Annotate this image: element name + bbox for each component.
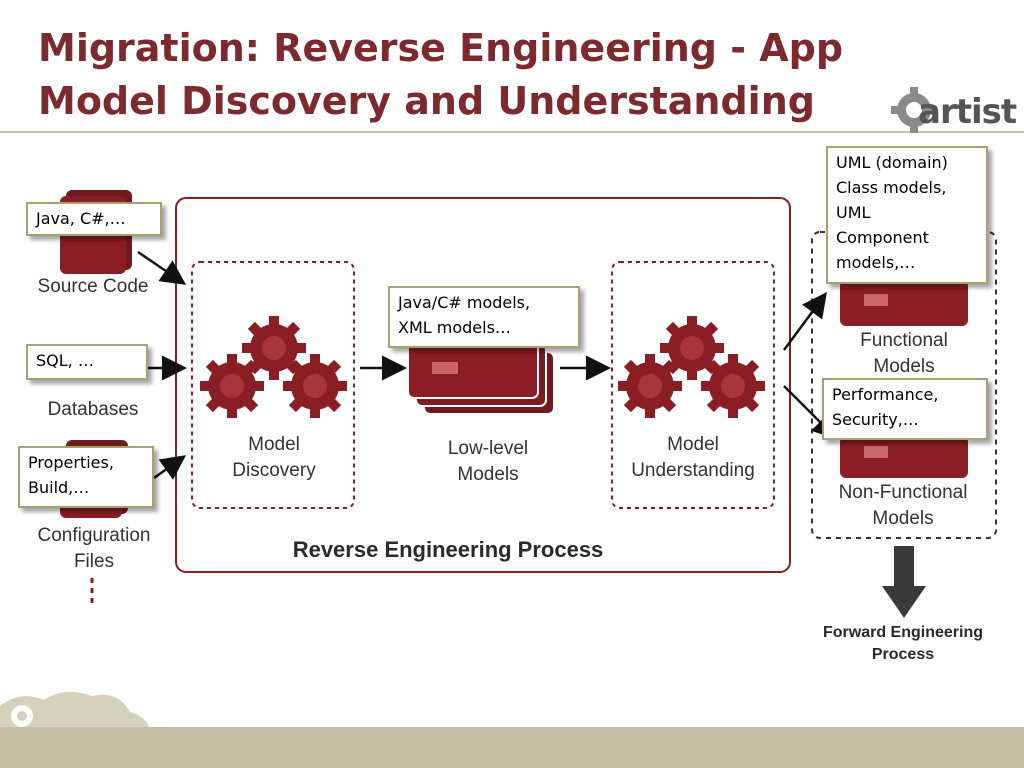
performance-callout: Performance, Security,… (822, 378, 988, 440)
footer-cloud-gear-icon (0, 691, 150, 730)
gear-icon (283, 354, 347, 418)
gear-logo-icon (891, 87, 937, 133)
uml-callout: UML (domain) Class models, UML Component… (826, 146, 988, 284)
title-divider (0, 131, 1024, 133)
forward-arrow-icon (882, 546, 926, 618)
low-level-models-stack-icon (407, 335, 555, 415)
properties-callout: Properties, Build,… (18, 446, 154, 508)
reverse-engineering-process-label: Reverse Engineering Process (292, 537, 604, 562)
artist-logo-text: artist (918, 92, 1017, 132)
gear-icon (618, 354, 682, 418)
footer-band (0, 727, 1024, 768)
model-discovery-label: Model Discovery (232, 434, 316, 481)
java-callout: Java, C#,… (26, 202, 162, 236)
gear-icon (200, 354, 264, 418)
gear-icon (701, 354, 765, 418)
low-level-models-label: Low-level Models (447, 438, 529, 485)
functional-models-label: Functional Models (860, 330, 948, 377)
sql-callout: SQL, … (26, 344, 148, 380)
low-level-models-callout: Java/C# models, XML models… (388, 286, 580, 348)
databases-label: Databases (47, 399, 139, 420)
functional-models-icon (840, 280, 968, 326)
slide-title: Migration: Reverse Engineering - App Mod… (38, 26, 844, 123)
source-code-label: Source Code (37, 276, 149, 297)
non-functional-models-icon (840, 436, 968, 478)
configuration-files-label: Configuration Files (37, 525, 151, 572)
model-understanding-label: Model Understanding (631, 434, 755, 481)
forward-engineering-process-label: Forward Engineering Process (822, 624, 983, 663)
non-functional-models-label: Non-Functional Models (838, 482, 968, 529)
